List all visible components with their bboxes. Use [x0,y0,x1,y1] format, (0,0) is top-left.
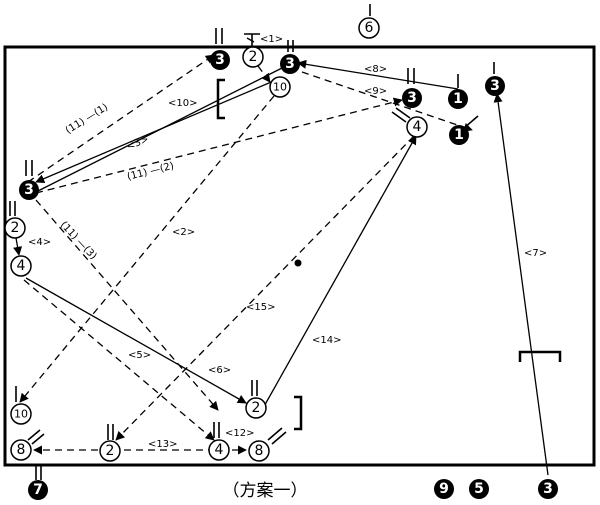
route-label: <8> [364,64,387,75]
route-label: (11) —(2) [126,161,175,183]
svg-text:2: 2 [252,400,261,416]
dashed-routes [19,54,473,455]
attacker-2-center: 2 [245,380,267,419]
route-label: <7> [524,248,547,259]
route-line [25,277,247,404]
svg-text:4: 4 [17,258,26,274]
route-line [35,199,219,411]
svg-text:3: 3 [490,78,500,94]
route-line [261,135,417,411]
route-label: <9> [364,86,387,97]
route-line [493,93,549,476]
attacker-10-left: 10 [10,386,32,425]
route-line [13,237,23,256]
defender-3-outside: 3 [538,479,558,499]
route-line [35,97,403,194]
route-label: <14> [312,335,341,346]
route-line [257,65,271,83]
defender-3-top: 3 [210,28,230,70]
route-label: <12> [225,428,254,439]
screen-bracket-right [518,350,562,362]
attacker-8-left: 8 [10,429,45,461]
svg-text:2: 2 [11,220,20,236]
svg-text:9: 9 [439,481,449,497]
court-boundary [3,45,596,467]
route-line [27,54,215,183]
route-line [35,67,283,193]
route-label: <5> [128,350,151,361]
svg-text:6: 6 [365,20,374,36]
svg-text:3: 3 [215,52,225,68]
defender-3: 3 [280,40,300,74]
attacker-2-bottom: 2 [99,424,121,462]
svg-text:1: 1 [453,91,463,107]
svg-text:2: 2 [106,443,115,459]
svg-text:8: 8 [255,443,264,459]
svg-text:10: 10 [14,408,28,421]
defender-1: 1 [448,74,468,109]
svg-text:1: 1 [454,127,464,143]
attacker-8-bottom: 8 [248,427,287,462]
route-label: <4> [28,237,51,248]
route-label: <15> [246,302,275,313]
defender-5: 5 [469,479,489,499]
defender-3-right: 3 [485,62,505,96]
svg-text:10: 10 [273,81,287,94]
route-label: <10> [168,98,197,109]
route-label: (11) —(3) [58,220,99,263]
attacker-2-top: 2 [242,33,264,68]
diagram-caption: （方案一） [223,481,308,501]
svg-text:3: 3 [285,56,295,72]
route-line [297,59,459,90]
route-line [23,279,215,441]
center-mark [294,259,302,267]
defender-9: 9 [434,479,454,499]
attacker-2-left: 2 [4,201,26,239]
route-line [115,135,415,441]
route-line [19,95,275,403]
screen-bracket-top [216,78,225,120]
screen-bracket-bottom [294,395,303,431]
svg-text:4: 4 [215,442,224,458]
route-label: <3> [125,134,151,153]
solid-routes [13,37,549,476]
attacker-4-left: 4 [10,255,32,277]
defender-3-mid: 3 [402,68,422,108]
svg-text:3: 3 [543,481,553,497]
defender-3-left: 3 [19,160,39,200]
route-label: <1> [260,34,283,45]
route-label: <6> [208,365,231,376]
svg-text:3: 3 [24,182,34,198]
svg-text:4: 4 [413,119,422,135]
attacker-4-right: 4 [391,107,428,138]
route-label: <2> [172,227,195,238]
attacker-6: 6 [358,4,380,39]
svg-text:2: 2 [249,49,258,65]
svg-text:5: 5 [474,481,484,497]
defender-7: 7 [28,466,48,500]
attacker-4-bottom: 4 [208,422,230,461]
attacker-10-top: 10 [269,76,291,98]
svg-text:7: 7 [33,482,43,498]
route-line [246,37,255,43]
svg-text:8: 8 [17,442,26,458]
svg-text:3: 3 [407,90,417,106]
route-line [301,71,473,132]
defender-1-b: 1 [449,115,479,145]
route-label: <13> [148,439,177,450]
